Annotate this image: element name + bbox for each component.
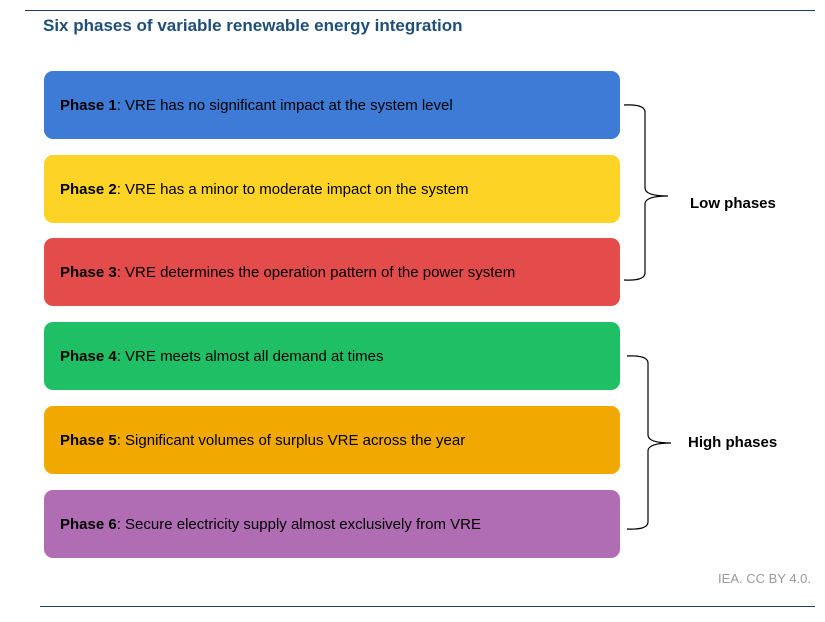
phase-label: Phase 1 [60,96,117,114]
diagram-title: Six phases of variable renewable energy … [43,16,463,35]
phase-text: : Secure electricity supply almost exclu… [116,515,482,533]
high-phases-brace [626,355,672,530]
phase-text: : VRE meets almost all demand at times [116,347,384,365]
phase-1-box: Phase 1: VRE has no significant impact a… [44,71,620,139]
phase-3-box: Phase 3: VRE determines the operation pa… [44,238,620,306]
phase-label: Phase 3 [60,263,117,281]
low-phases-brace [623,104,669,281]
phase-label: Phase 4 [60,347,117,365]
phase-5-box: Phase 5: Significant volumes of surplus … [44,406,620,474]
top-rule [25,10,815,11]
bottom-rule [40,606,815,607]
phase-label: Phase 5 [60,431,117,449]
high-phases-label: High phases [688,434,778,451]
phase-2-box: Phase 2: VRE has a minor to moderate imp… [44,155,620,223]
phase-text: : VRE determines the operation pattern o… [116,263,516,281]
phase-label: Phase 2 [60,180,117,198]
phase-4-box: Phase 4: VRE meets almost all demand at … [44,322,620,390]
credit: IEA. CC BY 4.0. [718,571,811,586]
phase-text: : VRE has a minor to moderate impact on … [116,180,469,198]
phase-label: Phase 6 [60,515,117,533]
low-phases-label: Low phases [690,195,776,212]
phase-6-box: Phase 6: Secure electricity supply almos… [44,490,620,558]
phase-text: : Significant volumes of surplus VRE acr… [116,431,466,449]
phase-text: : VRE has no significant impact at the s… [116,96,453,114]
